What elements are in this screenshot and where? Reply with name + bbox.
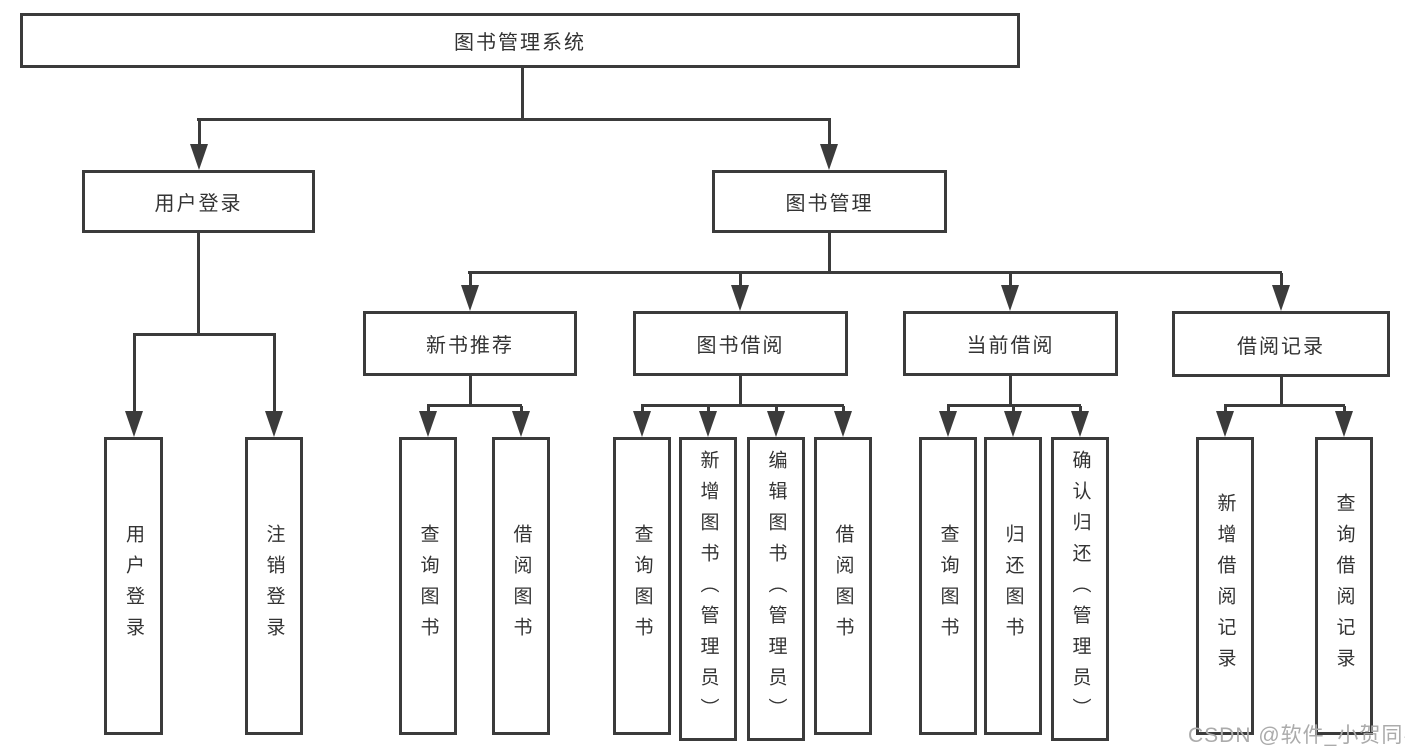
- connector-leaf: [707, 406, 710, 413]
- connector-to-book-management: [828, 120, 831, 146]
- arrowhead-leaf-icon: [939, 411, 957, 437]
- arrowhead-book-management-icon: [820, 144, 838, 170]
- leaf-borrow-books-recommend-label: 借阅图书: [510, 524, 532, 648]
- leaf-return-book-label: 归还图书: [1002, 524, 1024, 648]
- connector-leaf: [1079, 406, 1082, 413]
- arrowhead-leaf-icon: [834, 411, 852, 437]
- leaf-edit-book-admin: 编辑图书（管理员）: [747, 437, 805, 741]
- connector-login-stem: [197, 233, 200, 335]
- connector-leaf: [1224, 406, 1227, 413]
- connector-leaf: [520, 406, 523, 413]
- connector-to-leaf-logout: [273, 335, 276, 413]
- node-new-book-recommend-label: 新书推荐: [426, 335, 514, 357]
- node-current-borrow-label: 当前借阅: [966, 335, 1055, 357]
- leaf-confirm-return-admin: 确认归还（管理员）: [1051, 437, 1109, 741]
- node-borrow-records: 借阅记录: [1172, 311, 1390, 377]
- connector-to-user-login: [198, 120, 201, 146]
- connector-root-stem: [521, 68, 524, 120]
- leaf-query-borrow-record-label: 查询借阅记录: [1333, 493, 1355, 679]
- leaf-borrow-book-label: 借阅图书: [832, 524, 854, 648]
- leaf-query-books-current: 查询图书: [919, 437, 977, 735]
- leaf-add-book-admin-label: 新增图书（管理员）: [697, 449, 719, 729]
- leaf-query-books-recommend-label: 查询图书: [417, 524, 439, 648]
- connector-level3-rail: [468, 271, 1282, 274]
- connector-records-stem: [1280, 377, 1283, 406]
- connector-to-new-book: [469, 273, 472, 287]
- csdn-watermark: CSDN @软件_小贺同学: [1188, 724, 1405, 747]
- connector-newbook-stem: [469, 376, 472, 406]
- node-library-system-label: 图书管理系统: [454, 32, 586, 54]
- leaf-query-books-borrow: 查询图书: [613, 437, 671, 735]
- arrowhead-leaf-icon: [1004, 411, 1022, 437]
- leaf-borrow-books-recommend: 借阅图书: [492, 437, 550, 735]
- arrowhead-leaf-logout-icon: [265, 411, 283, 437]
- arrowhead-leaf-icon: [1071, 411, 1089, 437]
- connector-login-rail: [133, 333, 276, 336]
- leaf-query-books-current-label: 查询图书: [937, 524, 959, 648]
- leaf-query-borrow-record: 查询借阅记录: [1315, 437, 1373, 735]
- connector-bookborrow-stem: [739, 376, 742, 406]
- leaf-add-borrow-record-label: 新增借阅记录: [1214, 493, 1236, 679]
- arrowhead-leaf-icon: [419, 411, 437, 437]
- connector-records-rail: [1224, 404, 1345, 407]
- leaf-logout: 注销登录: [245, 437, 303, 735]
- connector-to-book-borrow: [739, 273, 742, 287]
- node-book-borrow-label: 图书借阅: [696, 335, 785, 357]
- connector-leaf: [427, 406, 430, 413]
- leaf-borrow-book: 借阅图书: [814, 437, 872, 735]
- leaf-query-books-recommend: 查询图书: [399, 437, 457, 735]
- node-book-borrow: 图书借阅: [633, 311, 848, 376]
- leaf-add-book-admin: 新增图书（管理员）: [679, 437, 737, 741]
- leaf-logout-label: 注销登录: [263, 524, 285, 648]
- arrowhead-leaf-login-icon: [125, 411, 143, 437]
- arrowhead-leaf-icon: [633, 411, 651, 437]
- leaf-add-borrow-record: 新增借阅记录: [1196, 437, 1254, 735]
- connector-to-leaf-login: [133, 335, 136, 413]
- connector-bookborrow-rail: [641, 404, 844, 407]
- arrowhead-borrow-records-icon: [1272, 285, 1290, 311]
- arrowhead-leaf-icon: [699, 411, 717, 437]
- leaf-edit-book-admin-label: 编辑图书（管理员）: [765, 449, 787, 729]
- arrowhead-book-borrow-icon: [731, 285, 749, 311]
- arrowhead-leaf-icon: [1216, 411, 1234, 437]
- leaf-user-login-label: 用户登录: [123, 524, 144, 648]
- connector-bookmgmt-stem: [828, 233, 831, 273]
- connector-currentborrow-rail: [947, 404, 1081, 407]
- connector-leaf: [1012, 406, 1015, 413]
- node-new-book-recommend: 新书推荐: [363, 311, 577, 376]
- node-library-system: 图书管理系统: [20, 13, 1020, 68]
- arrowhead-leaf-icon: [512, 411, 530, 437]
- leaf-confirm-return-admin-label: 确认归还（管理员）: [1069, 449, 1091, 729]
- connector-leaf: [775, 406, 778, 413]
- arrowhead-leaf-icon: [767, 411, 785, 437]
- node-current-borrow: 当前借阅: [903, 311, 1118, 376]
- connector-leaf: [842, 406, 845, 413]
- connector-leaf: [1343, 406, 1346, 413]
- arrowhead-new-book-icon: [461, 285, 479, 311]
- connector-currentborrow-stem: [1009, 376, 1012, 406]
- connector-leaf: [641, 406, 644, 413]
- connector-to-borrow-records: [1280, 273, 1283, 287]
- node-borrow-records-label: 借阅记录: [1237, 335, 1325, 358]
- node-user-login: 用户登录: [82, 170, 315, 233]
- connector-level2-rail: [197, 118, 831, 121]
- arrowhead-leaf-icon: [1335, 411, 1353, 437]
- arrowhead-current-borrow-icon: [1001, 285, 1019, 311]
- connector-newbook-rail: [427, 404, 522, 407]
- connector-leaf: [947, 406, 950, 413]
- leaf-return-book: 归还图书: [984, 437, 1042, 735]
- node-book-management: 图书管理: [712, 170, 947, 233]
- node-user-login-label: 用户登录: [154, 193, 243, 215]
- arrowhead-user-login-icon: [190, 144, 208, 170]
- leaf-user-login: 用户登录: [104, 437, 163, 735]
- node-book-management-label: 图书管理: [785, 193, 874, 215]
- connector-to-current-borrow: [1009, 273, 1012, 287]
- leaf-query-books-borrow-label: 查询图书: [631, 524, 653, 648]
